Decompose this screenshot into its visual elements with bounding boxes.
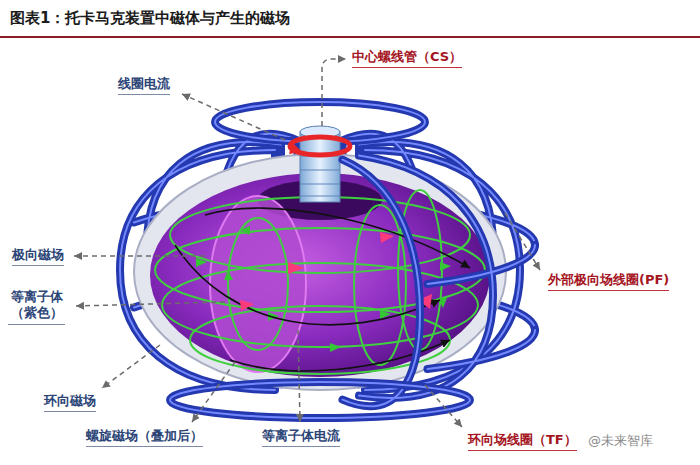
front-coils — [343, 156, 536, 407]
callout-label: 等离子体 （紫色） — [8, 289, 65, 325]
leader-line — [192, 362, 235, 422]
leader-line — [182, 94, 285, 140]
front-coils-highlight — [343, 156, 536, 407]
leader-line — [425, 385, 462, 427]
callout-label: 中心螺线管（CS） — [352, 49, 462, 68]
figure-title: 图表1：托卡马克装置中磁体与产生的磁场 — [10, 9, 290, 29]
helical-field-line — [175, 245, 440, 325]
leader-line — [74, 255, 205, 257]
coil-current-ring — [290, 137, 350, 155]
callout-label: 环向磁场 — [44, 393, 96, 412]
leader-line — [76, 302, 225, 306]
solenoid-windings — [300, 156, 340, 196]
plasma-torus — [150, 173, 490, 377]
callout-label: 线圈电流 — [118, 76, 170, 95]
header-rule — [0, 36, 700, 38]
watermark: @未来智库 — [588, 433, 653, 451]
callout-label: 极向磁场 — [12, 247, 64, 266]
callout-label: 螺旋磁场（叠加后） — [86, 428, 203, 447]
leader-line — [505, 213, 540, 270]
central-solenoid — [300, 132, 340, 202]
bottom-pf-coil — [170, 382, 470, 418]
callout-label: 外部极向场线圈(PF) — [548, 272, 669, 291]
helical-field-line — [205, 208, 470, 268]
leader-line — [298, 330, 300, 422]
leader-line — [322, 59, 346, 126]
bottom-pf-coil-highlight — [170, 382, 470, 418]
coil-current-arrow — [289, 142, 302, 154]
plasma-current-arrows — [240, 232, 432, 311]
callout-label: 等离子体电流 — [262, 428, 340, 447]
callout-label: 环向场线圈（TF） — [468, 432, 577, 451]
leader-line — [102, 345, 160, 388]
